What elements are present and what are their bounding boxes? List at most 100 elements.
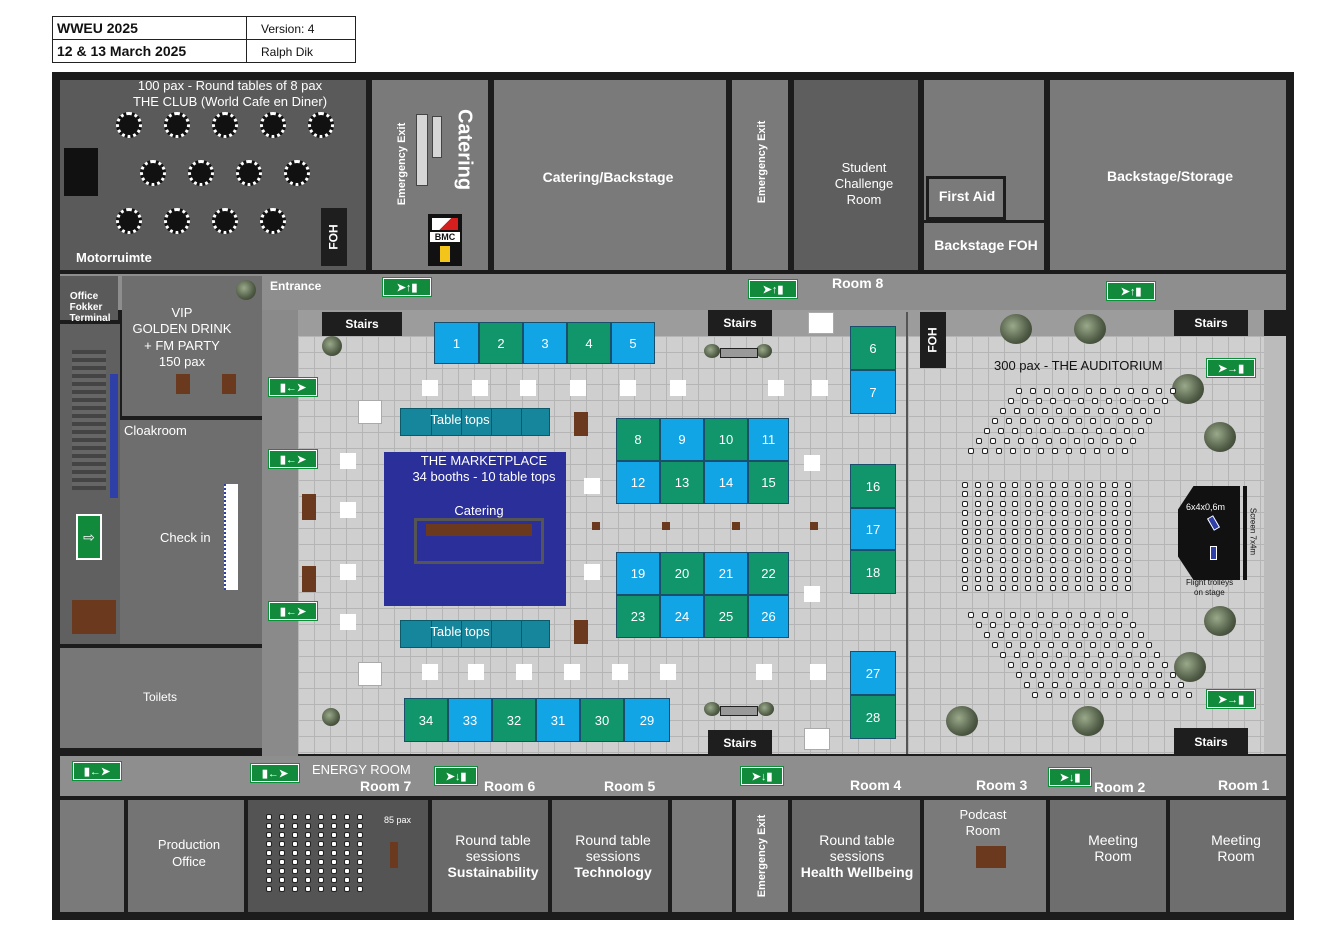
- stairs-bottom-mid: Stairs: [708, 730, 772, 756]
- seat: [1162, 398, 1168, 404]
- seat: [962, 576, 968, 582]
- version-label: Version: 4: [261, 22, 315, 36]
- seat: [1074, 510, 1081, 517]
- seat: [1092, 398, 1098, 404]
- seat: [1087, 547, 1093, 554]
- seat: [1049, 491, 1056, 498]
- seat: [1018, 438, 1024, 444]
- seat: [1122, 448, 1128, 454]
- seat: [305, 877, 311, 883]
- seat: [1008, 662, 1014, 668]
- seat: [1050, 662, 1056, 668]
- bottom-room-mid: [672, 800, 732, 912]
- seat: [1006, 642, 1012, 648]
- seat: [1020, 418, 1026, 424]
- seat: [1116, 692, 1122, 698]
- seat: [962, 510, 968, 517]
- seat: [1124, 566, 1131, 573]
- seat: [996, 612, 1002, 618]
- rt-health-line2: sessions: [829, 848, 885, 864]
- seat: [266, 859, 272, 865]
- seat: [1037, 547, 1043, 554]
- seat: [279, 877, 285, 883]
- seat: [1138, 632, 1144, 638]
- seat: [1106, 662, 1112, 668]
- seat: [1128, 672, 1134, 678]
- room-7-capacity: 85 pax: [384, 815, 412, 825]
- bottom-room-left: [60, 800, 124, 912]
- energy-room-label: ENERGY ROOM: [312, 762, 411, 777]
- stage-block-club: [64, 148, 98, 196]
- booth-34: 34: [404, 698, 448, 742]
- seat: [331, 859, 337, 865]
- seat: [1118, 418, 1124, 424]
- student-challenge-line2: Challenge: [834, 176, 894, 191]
- seat: [962, 529, 968, 535]
- round-table: [308, 112, 334, 138]
- motorruimte-label: Motorruimte: [76, 250, 152, 265]
- toilets-label: Toilets: [142, 690, 177, 704]
- booth-8: 8: [616, 418, 660, 461]
- seat: [1110, 428, 1116, 434]
- stairs-bottom-right: Stairs: [1174, 728, 1248, 756]
- seat: [1062, 418, 1068, 424]
- booth-23: 23: [616, 595, 660, 638]
- booth-14: 14: [704, 461, 748, 504]
- cloak-rail: [110, 374, 118, 498]
- room-4-label: Room 4: [850, 777, 902, 793]
- high-table: [422, 664, 438, 680]
- seat: [1074, 500, 1081, 507]
- seat: [1037, 529, 1043, 535]
- seat: [1037, 482, 1043, 488]
- seat: [999, 585, 1006, 592]
- seat: [1087, 482, 1093, 488]
- seat: [1124, 585, 1131, 592]
- seat: [1112, 482, 1118, 488]
- seat: [1012, 500, 1018, 507]
- seat: [1024, 519, 1031, 526]
- high-table: [564, 664, 580, 680]
- booth-7: 7: [850, 370, 896, 414]
- catering-label: Catering: [453, 108, 476, 191]
- seat: [266, 886, 272, 892]
- hall-right-band: [1264, 336, 1286, 754]
- catering-bar-outline: [414, 518, 544, 564]
- seat: [331, 814, 337, 820]
- seat: [357, 823, 363, 829]
- seat: [1037, 519, 1043, 526]
- seat: [976, 622, 982, 628]
- catering-counter-2: [432, 116, 442, 158]
- booth-33: 33: [448, 698, 492, 742]
- seat: [999, 519, 1006, 526]
- plant-icon: [946, 706, 978, 736]
- emergency-exit-label-1: Emergency Exit: [396, 122, 408, 206]
- high-table: [670, 380, 686, 396]
- catering-backstage-room: [494, 80, 726, 270]
- round-table: [260, 112, 286, 138]
- seat: [1112, 576, 1118, 582]
- rt-sustainability-line2: sessions: [465, 848, 521, 864]
- seat: [1012, 576, 1018, 582]
- high-table: [340, 502, 356, 518]
- seat: [292, 841, 298, 847]
- seat: [1112, 547, 1118, 554]
- check-in-area: [120, 420, 262, 644]
- seat: [1052, 448, 1058, 454]
- seat: [974, 566, 981, 573]
- seat: [1024, 612, 1030, 618]
- seat: [1000, 652, 1006, 658]
- seat: [1099, 510, 1106, 517]
- seat: [344, 841, 350, 847]
- seat: [1040, 428, 1046, 434]
- seat: [1037, 491, 1043, 498]
- seat: [1049, 482, 1056, 488]
- seat: [1088, 692, 1094, 698]
- seat: [998, 632, 1004, 638]
- emergency-corridor-top-2: [732, 80, 788, 270]
- seat: [318, 814, 324, 820]
- seat: [974, 538, 981, 545]
- seat: [984, 632, 990, 638]
- wood-table: [732, 522, 740, 530]
- seat: [1049, 557, 1056, 564]
- seat: [999, 510, 1006, 517]
